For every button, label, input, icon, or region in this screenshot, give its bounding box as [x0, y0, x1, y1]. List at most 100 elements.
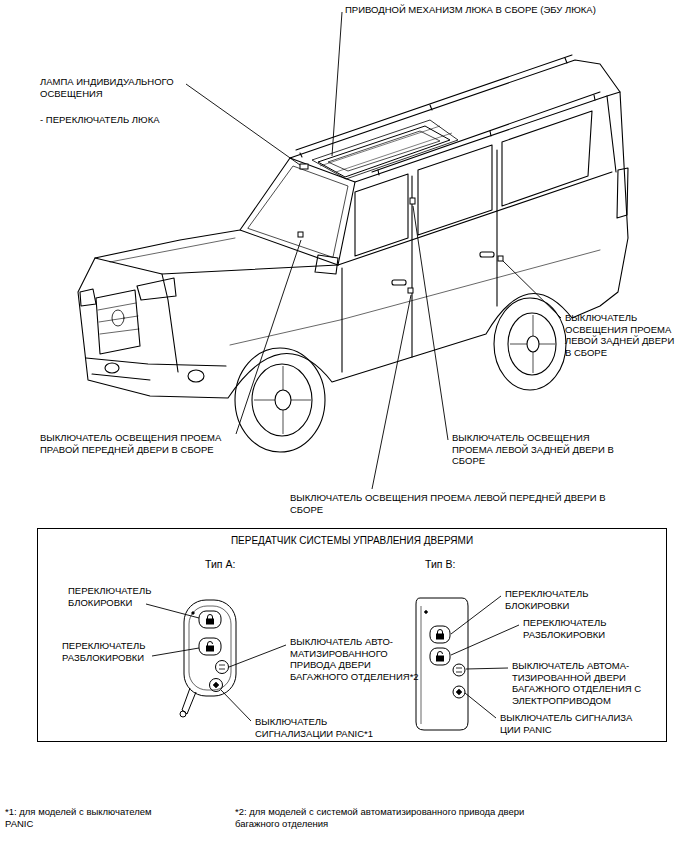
wheel — [508, 313, 556, 375]
key-fob — [210, 679, 223, 692]
vehicle-body — [355, 92, 620, 182]
switch-marker — [410, 198, 415, 204]
vehicle-body — [315, 255, 338, 274]
key-fob — [421, 606, 422, 724]
leader-line — [466, 668, 508, 669]
vehicle-body — [502, 111, 592, 206]
key-fob — [453, 664, 465, 676]
vehicle-body — [418, 145, 492, 235]
wheel — [510, 315, 555, 373]
vehicle-body — [78, 55, 628, 398]
key-fob — [416, 598, 468, 730]
key-fob — [207, 619, 214, 624]
part-label: ВЫКЛЮЧАТЕЛЬ ОСВЕЩЕНИЯ ПРОЕМА ПРАВОЙ ПЕРЕ… — [40, 432, 230, 455]
wheel — [254, 366, 311, 434]
switch-marker — [298, 164, 503, 293]
vehicle-body — [496, 150, 497, 306]
wheel — [275, 390, 291, 410]
leader-line — [413, 206, 448, 440]
vehicle-body — [92, 374, 150, 380]
leader-line — [332, 12, 342, 156]
key-fob — [456, 689, 462, 695]
key-fob — [208, 642, 213, 647]
key-fob — [430, 648, 450, 665]
leader-line — [465, 693, 496, 718]
vehicle-body — [607, 96, 616, 172]
part-label: ВЫКЛЮЧАТЕЛЬ ОСВЕЩЕНИЯ ПРОЕМА ЛЕВОЙ ЗАДНЕ… — [565, 312, 680, 358]
leader-line — [146, 12, 561, 721]
leader-line — [236, 240, 301, 434]
part-label: ВЫКЛЮЧАТЕЛЬ ОСВЕЩЕНИЯ ПРОЕМА ЛЕВОЙ ПЕРЕД… — [290, 492, 630, 515]
vehicle-body — [240, 230, 338, 265]
vehicle-body — [95, 258, 338, 274]
vehicle-body — [480, 252, 494, 257]
part-label: ПЕРЕКЛЮЧАТЕЛЬ БЛОКИРОВКИ — [68, 585, 178, 608]
vehicle-body — [378, 95, 595, 175]
vehicle-body — [338, 172, 612, 265]
vehicle-body — [300, 58, 567, 157]
key-fob — [216, 661, 229, 674]
part-label: ВЫКЛЮЧАТЕЛЬ СИГНАЛИЗА ЦИИ PANIC — [500, 712, 650, 735]
wheel — [527, 336, 539, 352]
part-label: ВЫКЛЮЧАТЕЛЬ АВТОМА- ТИЗИРОВАННОЙ ДВЕРИ Б… — [512, 660, 662, 706]
part-label: ПЕРЕКЛЮЧАТЕЛЬ БЛОКИРОВКИ — [505, 588, 625, 611]
vehicle-body — [296, 55, 572, 150]
panel-heading: ПЕРЕДАТЧИК СИСТЕМЫ УПРАВЛЕНИЯ ДВЕРЯМИ — [38, 529, 666, 547]
leader-line — [146, 604, 199, 618]
key-fob — [437, 656, 444, 661]
key-fob — [189, 606, 231, 690]
vehicle-body — [341, 268, 342, 372]
vehicle-body — [188, 370, 204, 382]
sunroof-assembly — [320, 126, 452, 172]
leader-line — [186, 84, 300, 165]
vehicle-body — [78, 60, 628, 398]
key-fob — [180, 600, 236, 717]
vehicle-body — [96, 290, 140, 354]
footnote: *1: для моделей с выключателем PANIC — [5, 806, 180, 829]
leader-line — [503, 261, 561, 318]
vehicle-body — [355, 174, 408, 256]
sunroof-assembly — [328, 131, 440, 171]
switch-marker — [298, 232, 303, 237]
switch-marker — [408, 288, 413, 293]
key-fob — [180, 711, 186, 717]
key-fob — [192, 612, 194, 614]
key-fob — [199, 611, 221, 628]
key-fob — [213, 682, 219, 688]
vehicle-body — [105, 363, 119, 373]
key-fob — [437, 634, 444, 639]
key-fob — [425, 611, 428, 614]
key-fob — [456, 668, 462, 672]
vehicle-body — [110, 238, 235, 262]
vehicle-body — [98, 303, 139, 334]
footnote: *2: для моделей с системой автоматизиров… — [235, 806, 535, 829]
type-label: Тип А: — [205, 558, 285, 571]
vehicle-body — [617, 168, 628, 218]
vehicle-body — [80, 289, 96, 306]
key-fob — [219, 665, 225, 669]
vehicle-body — [392, 280, 406, 285]
part-label: ВЫКЛЮЧАТЕЛЬ ОСВЕЩЕНИЯ ПРОЕМА ЛЕВОЙ ЗАДНЕ… — [452, 432, 632, 467]
switch-marker — [300, 164, 308, 169]
part-label: ПРИВОДНОЙ МЕХАНИЗМ ЛЮКА В СБОРЕ (ЭБУ ЛЮК… — [345, 4, 675, 16]
leader-line — [372, 295, 411, 489]
leader-line — [152, 648, 199, 656]
leader-line — [451, 625, 519, 655]
part-label: ПЕРЕКЛЮЧАТЕЛЬ РАЗБЛОКИРОВКИ — [523, 617, 653, 640]
key-fob — [207, 646, 214, 651]
part-label: ПЕРЕКЛЮЧАТЕЛЬ РАЗБЛОКИРОВКИ — [62, 640, 182, 663]
key-fob — [438, 652, 443, 657]
vehicle-body — [112, 310, 124, 326]
key-fob — [416, 598, 468, 730]
leader-line — [451, 596, 501, 634]
sunroof-assembly — [318, 126, 450, 177]
wheel — [235, 298, 566, 452]
key-fob — [453, 686, 465, 698]
leader-line — [221, 690, 251, 721]
type-label: Тип В: — [425, 558, 505, 571]
part-label: ВЫКЛЮЧАТЕЛЬ СИГНАЛИЗАЦИИ PANIC*1 — [255, 716, 405, 739]
